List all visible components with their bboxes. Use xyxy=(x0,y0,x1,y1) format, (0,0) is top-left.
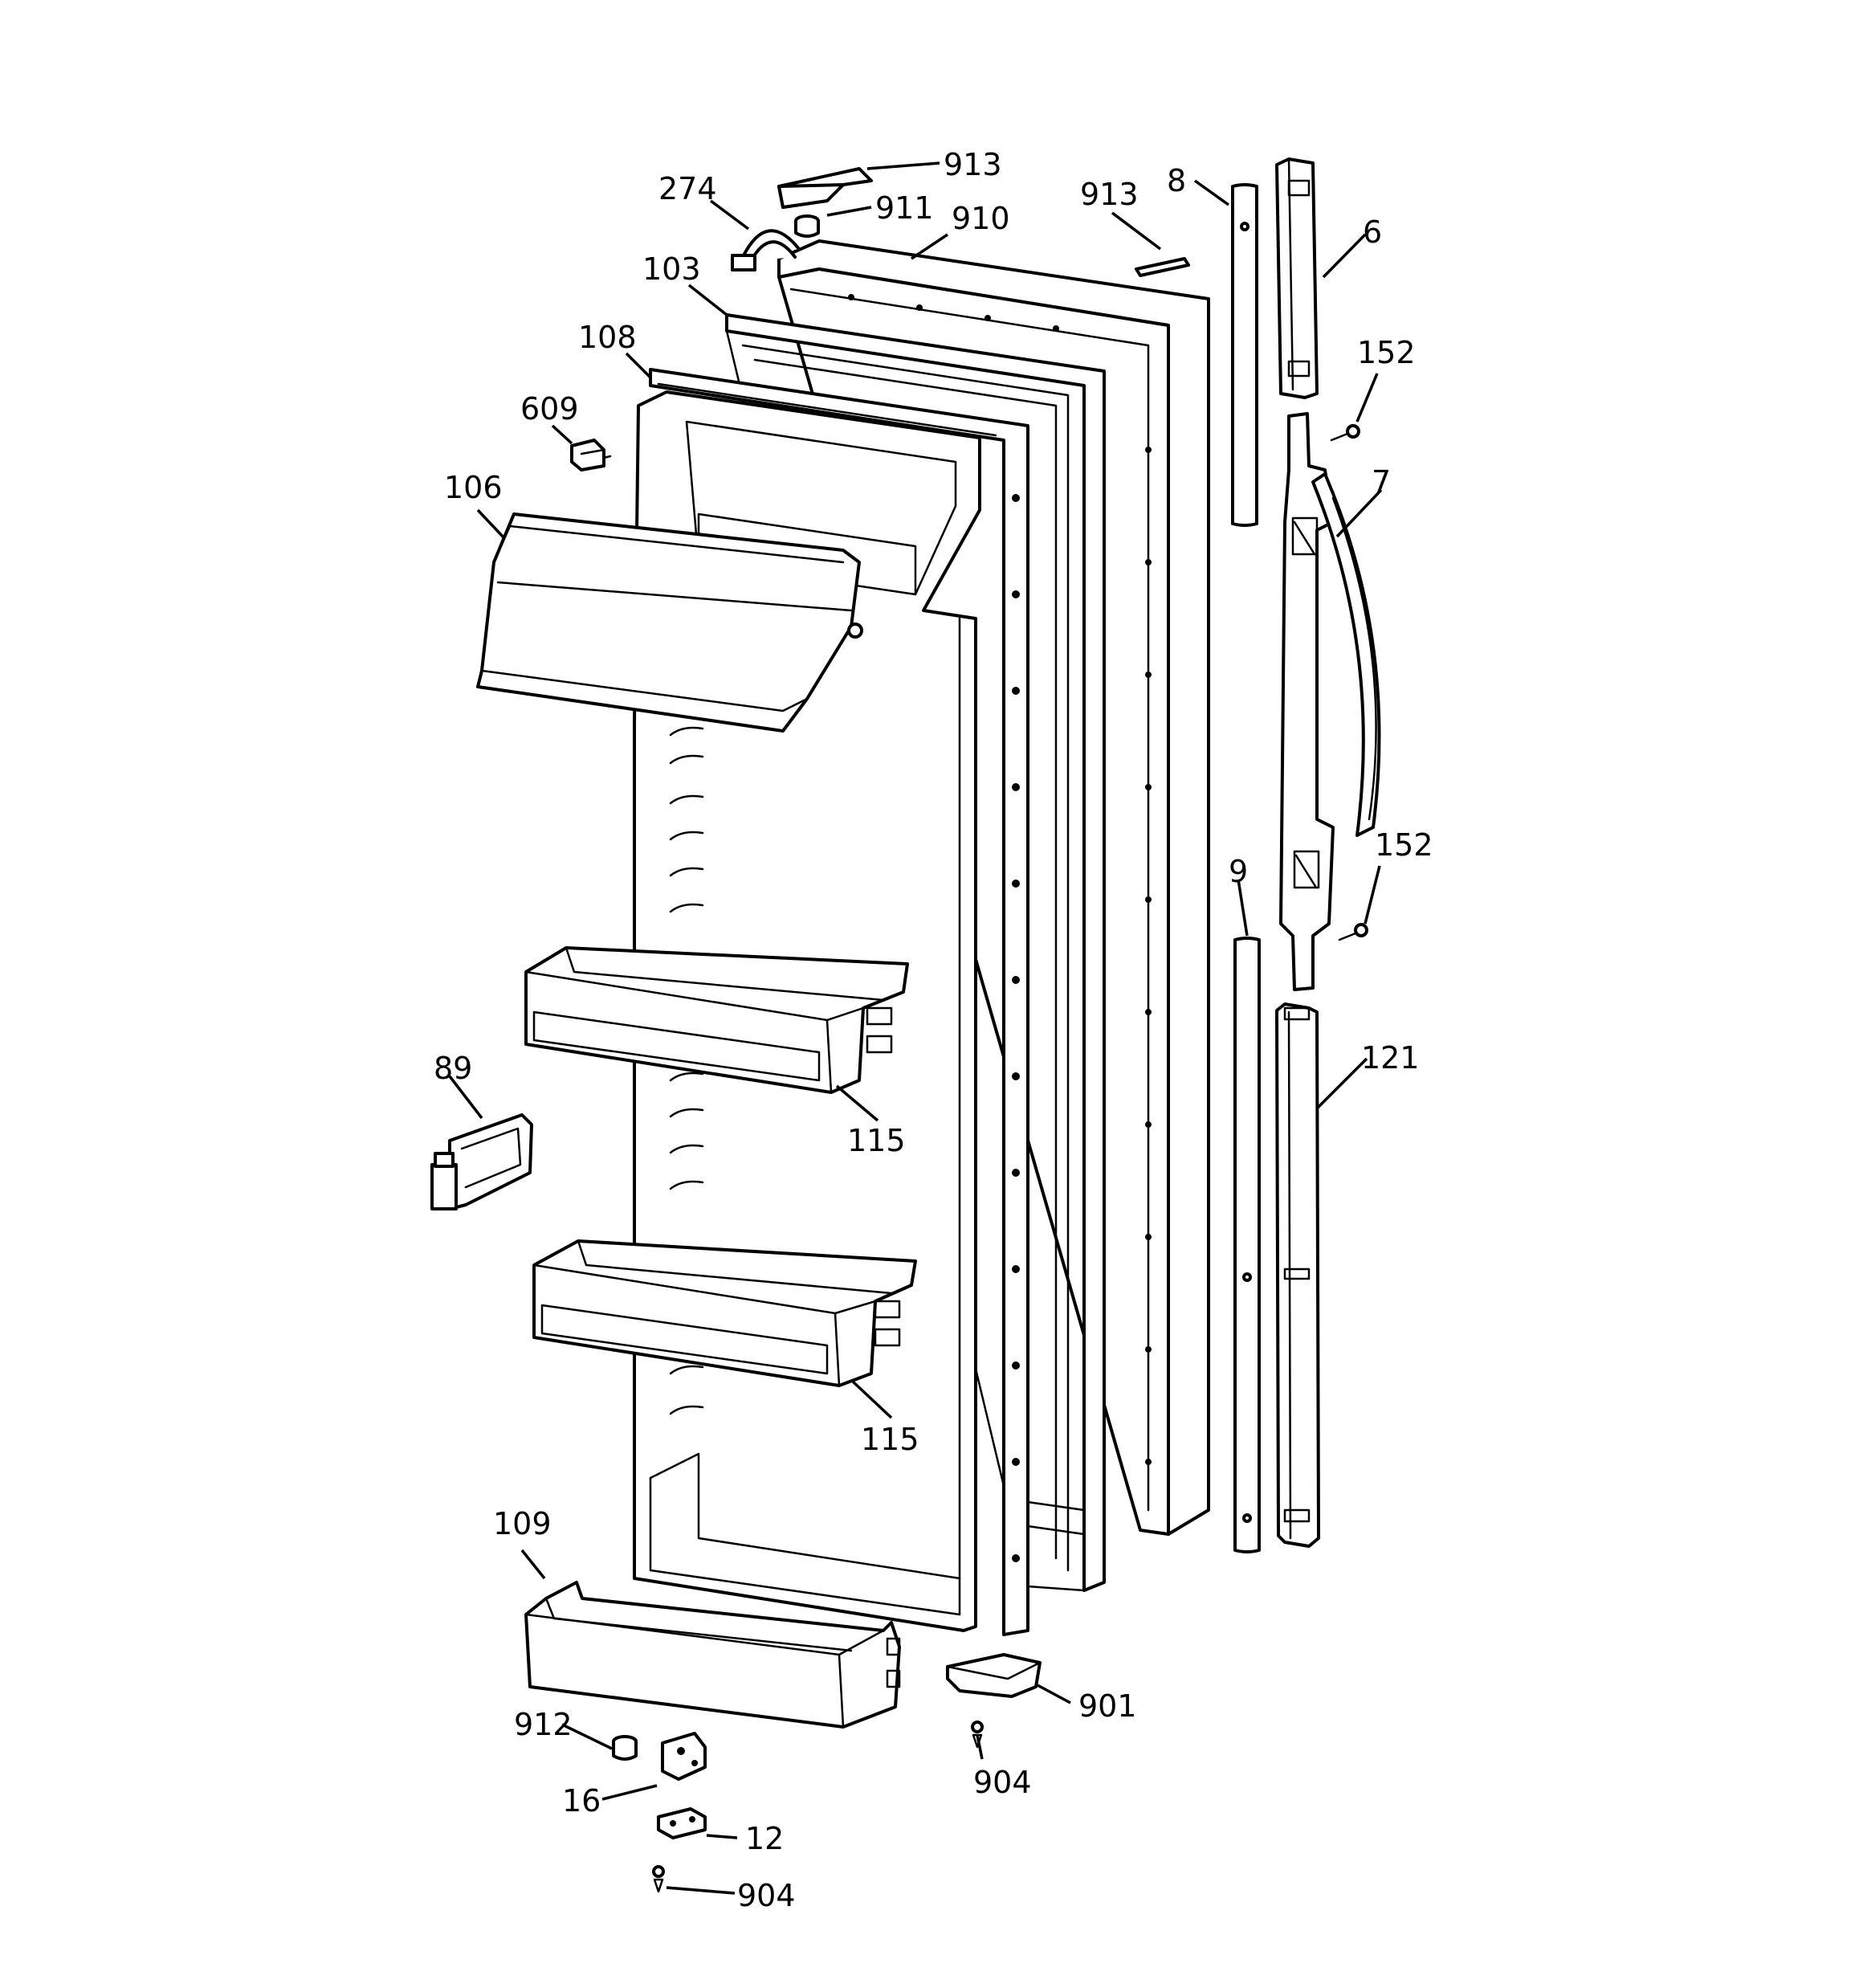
callout-121: 121 xyxy=(1361,1040,1420,1076)
leader-lines xyxy=(448,161,1383,1895)
trim-strip-8 xyxy=(1231,183,1258,527)
callout-152-lower: 152 xyxy=(1375,827,1433,863)
callout-108: 108 xyxy=(578,320,637,355)
callout-6: 6 xyxy=(1363,214,1382,250)
panel-screw-holes xyxy=(848,294,1152,1465)
callout-labels: 913 274 911 910 913 8 6 103 108 152 609 … xyxy=(434,147,1433,1913)
callout-115-upper: 115 xyxy=(847,1123,906,1158)
screw-904-right xyxy=(971,1721,984,1749)
callout-910: 910 xyxy=(952,201,1010,236)
door-handle-7 xyxy=(1279,412,1381,991)
handle-screw-152-upper xyxy=(1330,424,1360,442)
callout-109: 109 xyxy=(493,1506,552,1541)
callout-901: 901 xyxy=(1078,1688,1137,1724)
callout-9: 9 xyxy=(1229,854,1248,889)
bottom-bin-109 xyxy=(524,1581,901,1729)
callout-913-right: 913 xyxy=(1080,177,1139,212)
door-liner xyxy=(649,368,1029,1636)
callout-911: 911 xyxy=(875,190,934,226)
wire-harness xyxy=(731,229,801,271)
callout-274: 274 xyxy=(658,171,717,206)
cap-912 xyxy=(612,1735,638,1761)
liner-screw-holes xyxy=(1012,494,1020,1562)
callout-913-top: 913 xyxy=(944,147,1002,182)
door-bin-lower xyxy=(532,1239,917,1387)
cap-911 xyxy=(794,214,820,238)
insulation-pad-top xyxy=(777,167,873,209)
callout-609: 609 xyxy=(520,391,579,427)
bracket-12 xyxy=(657,1807,707,1839)
handle-channel-121 xyxy=(1275,1002,1320,1548)
callout-12: 12 xyxy=(745,1821,784,1856)
insulation-pad-right xyxy=(1135,257,1190,277)
shelf-support-ribs xyxy=(669,726,704,1415)
callout-16: 16 xyxy=(562,1783,601,1819)
callout-7: 7 xyxy=(1372,464,1391,500)
callout-904-bottom: 904 xyxy=(737,1878,796,1913)
callout-106: 106 xyxy=(444,470,503,505)
callout-115-lower: 115 xyxy=(861,1422,919,1457)
dairy-compartment xyxy=(476,512,863,733)
callout-904-right: 904 xyxy=(973,1765,1032,1800)
callout-152-upper: 152 xyxy=(1357,335,1416,370)
callout-103: 103 xyxy=(642,251,701,287)
door-bin-upper xyxy=(524,946,909,1094)
callout-89: 89 xyxy=(434,1051,472,1086)
handle-end-cap-6 xyxy=(1275,157,1319,399)
callout-912: 912 xyxy=(514,1707,573,1742)
screw-904-bottom xyxy=(652,1865,665,1893)
switch-609 xyxy=(570,439,612,471)
hinge-cover-901 xyxy=(946,1653,1042,1698)
trim-strip-9 xyxy=(1233,937,1261,1553)
bottom-hinge-16 xyxy=(661,1732,707,1781)
handle-screw-152-lower xyxy=(1338,923,1368,941)
can-rack-89 xyxy=(430,1113,533,1210)
callout-8: 8 xyxy=(1167,163,1186,198)
